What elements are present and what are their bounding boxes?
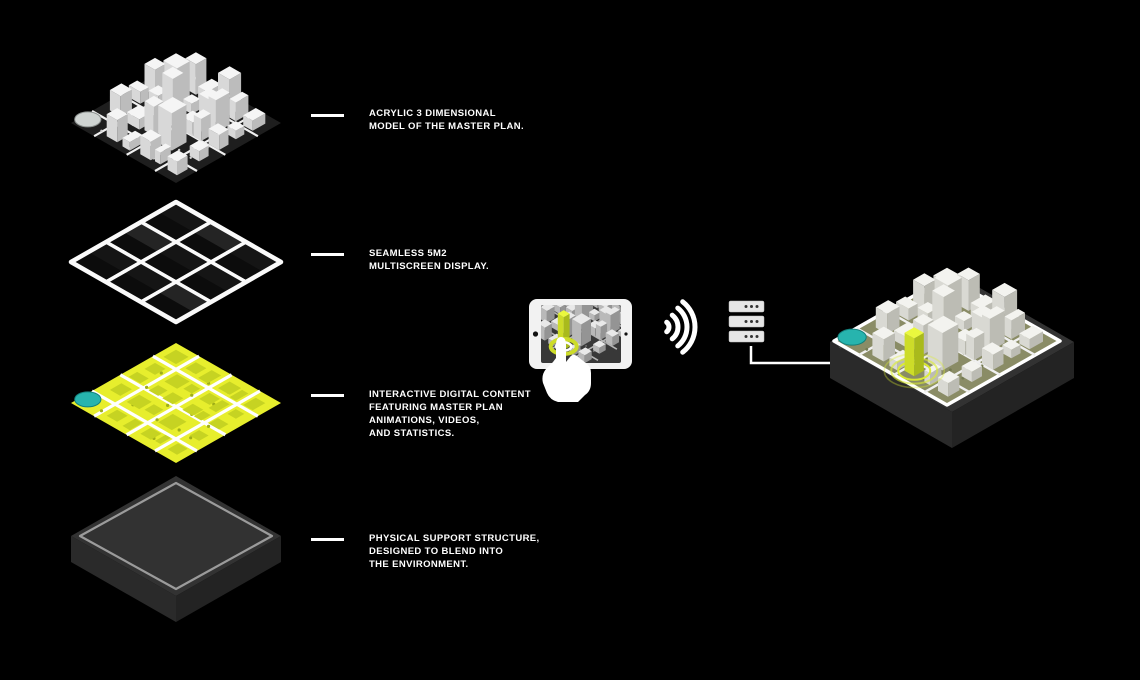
leader-line (311, 253, 344, 256)
digital-content-map-graphic (71, 343, 281, 463)
leader-line (311, 538, 344, 541)
digital-content-label: INTERACTIVE DIGITAL CONTENT FEATURING MA… (369, 389, 531, 439)
leader-line (311, 114, 344, 117)
multiscreen-display-graphic (68, 199, 284, 325)
support-structure-graphic (71, 476, 281, 622)
connector-line (749, 344, 842, 365)
signal-waves-icon (664, 299, 698, 355)
installation-3d-model-graphic (830, 267, 1074, 448)
support-structure-label: PHYSICAL SUPPORT STRUCTURE, DESIGNED TO … (369, 533, 540, 570)
server-stack-icon (728, 300, 765, 343)
acrylic-model-label: ACRYLIC 3 DIMENSIONAL MODEL OF THE MASTE… (369, 108, 524, 132)
touch-hand-icon (542, 337, 591, 402)
acrylic-model-graphic (71, 52, 281, 183)
tablet-icon (529, 299, 632, 369)
leader-line (311, 394, 344, 397)
multiscreen-display-label: SEAMLESS 5M2 MULTISCREEN DISPLAY. (369, 248, 490, 272)
